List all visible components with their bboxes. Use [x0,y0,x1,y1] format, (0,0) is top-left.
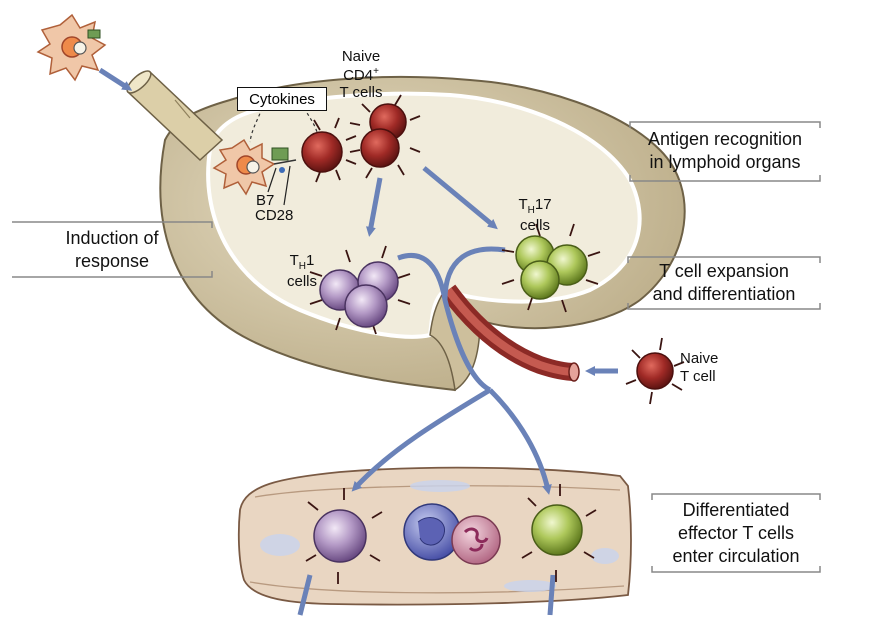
caption-expansion: T cell expansion and differentiation [628,260,820,306]
naive-cd4-sup: + [373,65,379,77]
b7-cd28-leaders [267,165,291,206]
caption-effector-line2: effector T cells [677,523,795,543]
caption-brackets [12,121,821,573]
th17-main: T [518,196,528,213]
th1-num: 1 [306,252,315,269]
naive-cd4-text: CD4 [343,66,374,84]
th17-cells-cluster [501,223,601,313]
monocyte-circulating [403,503,461,561]
th1-cells-cluster [309,245,411,335]
naive-t-line1: Naive [680,350,719,367]
arrow-dc-to-node [98,67,133,91]
dendritic-cell-top [36,13,107,82]
th1-name: TH1 [280,252,324,273]
th17-label: TH17 cells [510,196,560,234]
cd28-label: CD28 [255,207,294,224]
naive-t-cell-blood [625,337,685,405]
th1-sub: H [298,261,307,272]
caption-antigen: Antigen recognition in lymphoid organs [630,128,820,174]
neutrophil-circulating [451,515,501,565]
naive-cd4-label: Naive CD4+ T cells [326,48,396,102]
afferent-lymphatic [126,70,224,162]
th1-cells-word: cells [286,272,317,290]
efferent-lymphatic [397,246,506,393]
caption-induction-line1: Induction of [65,228,159,248]
th1-main: T [289,252,299,269]
caption-effector: Differentiated effector T cells enter ci… [652,499,820,568]
naive-t-cells-cluster [349,94,421,179]
caption-expansion-line1: T cell expansion [659,261,789,281]
caption-effector-line3: enter circulation [672,546,800,566]
naive-cd4-line1: Naive [341,48,381,65]
naive-t-cell-label: Naive T cell [680,350,740,385]
differentiation-arrows [365,166,498,237]
th17-name: TH17 [510,196,560,217]
caption-induction-line2: response [74,251,150,271]
naive-cd4-line3: T cells [339,84,383,102]
caption-expansion-line2: and differentiation [652,284,796,304]
naive-t-line2: T cell [680,367,716,385]
lymph-node [159,75,686,392]
naive-t-cell-activated [301,117,357,183]
th17-cells-word: cells [519,216,550,234]
th1-cell-circulating [305,488,383,584]
th17-sub: H [527,205,535,216]
naive-cd4-line2: CD4+ [326,66,396,85]
b7-label: B7 [256,192,275,209]
arrows-to-circulation [297,387,556,616]
cytokines-label: Cytokines [237,87,327,111]
blood-vessel [440,284,580,382]
caption-effector-line1: Differentiated [682,500,790,520]
th17-cell-circulating [521,484,597,582]
th17-num: 17 [534,196,552,213]
caption-antigen-line2: in lymphoid organs [649,152,801,172]
caption-induction: Induction of response [12,227,212,273]
dendritic-cell-node [212,138,297,196]
th1-label: TH1 cells [280,252,324,290]
caption-antigen-line1: Antigen recognition [647,129,803,149]
